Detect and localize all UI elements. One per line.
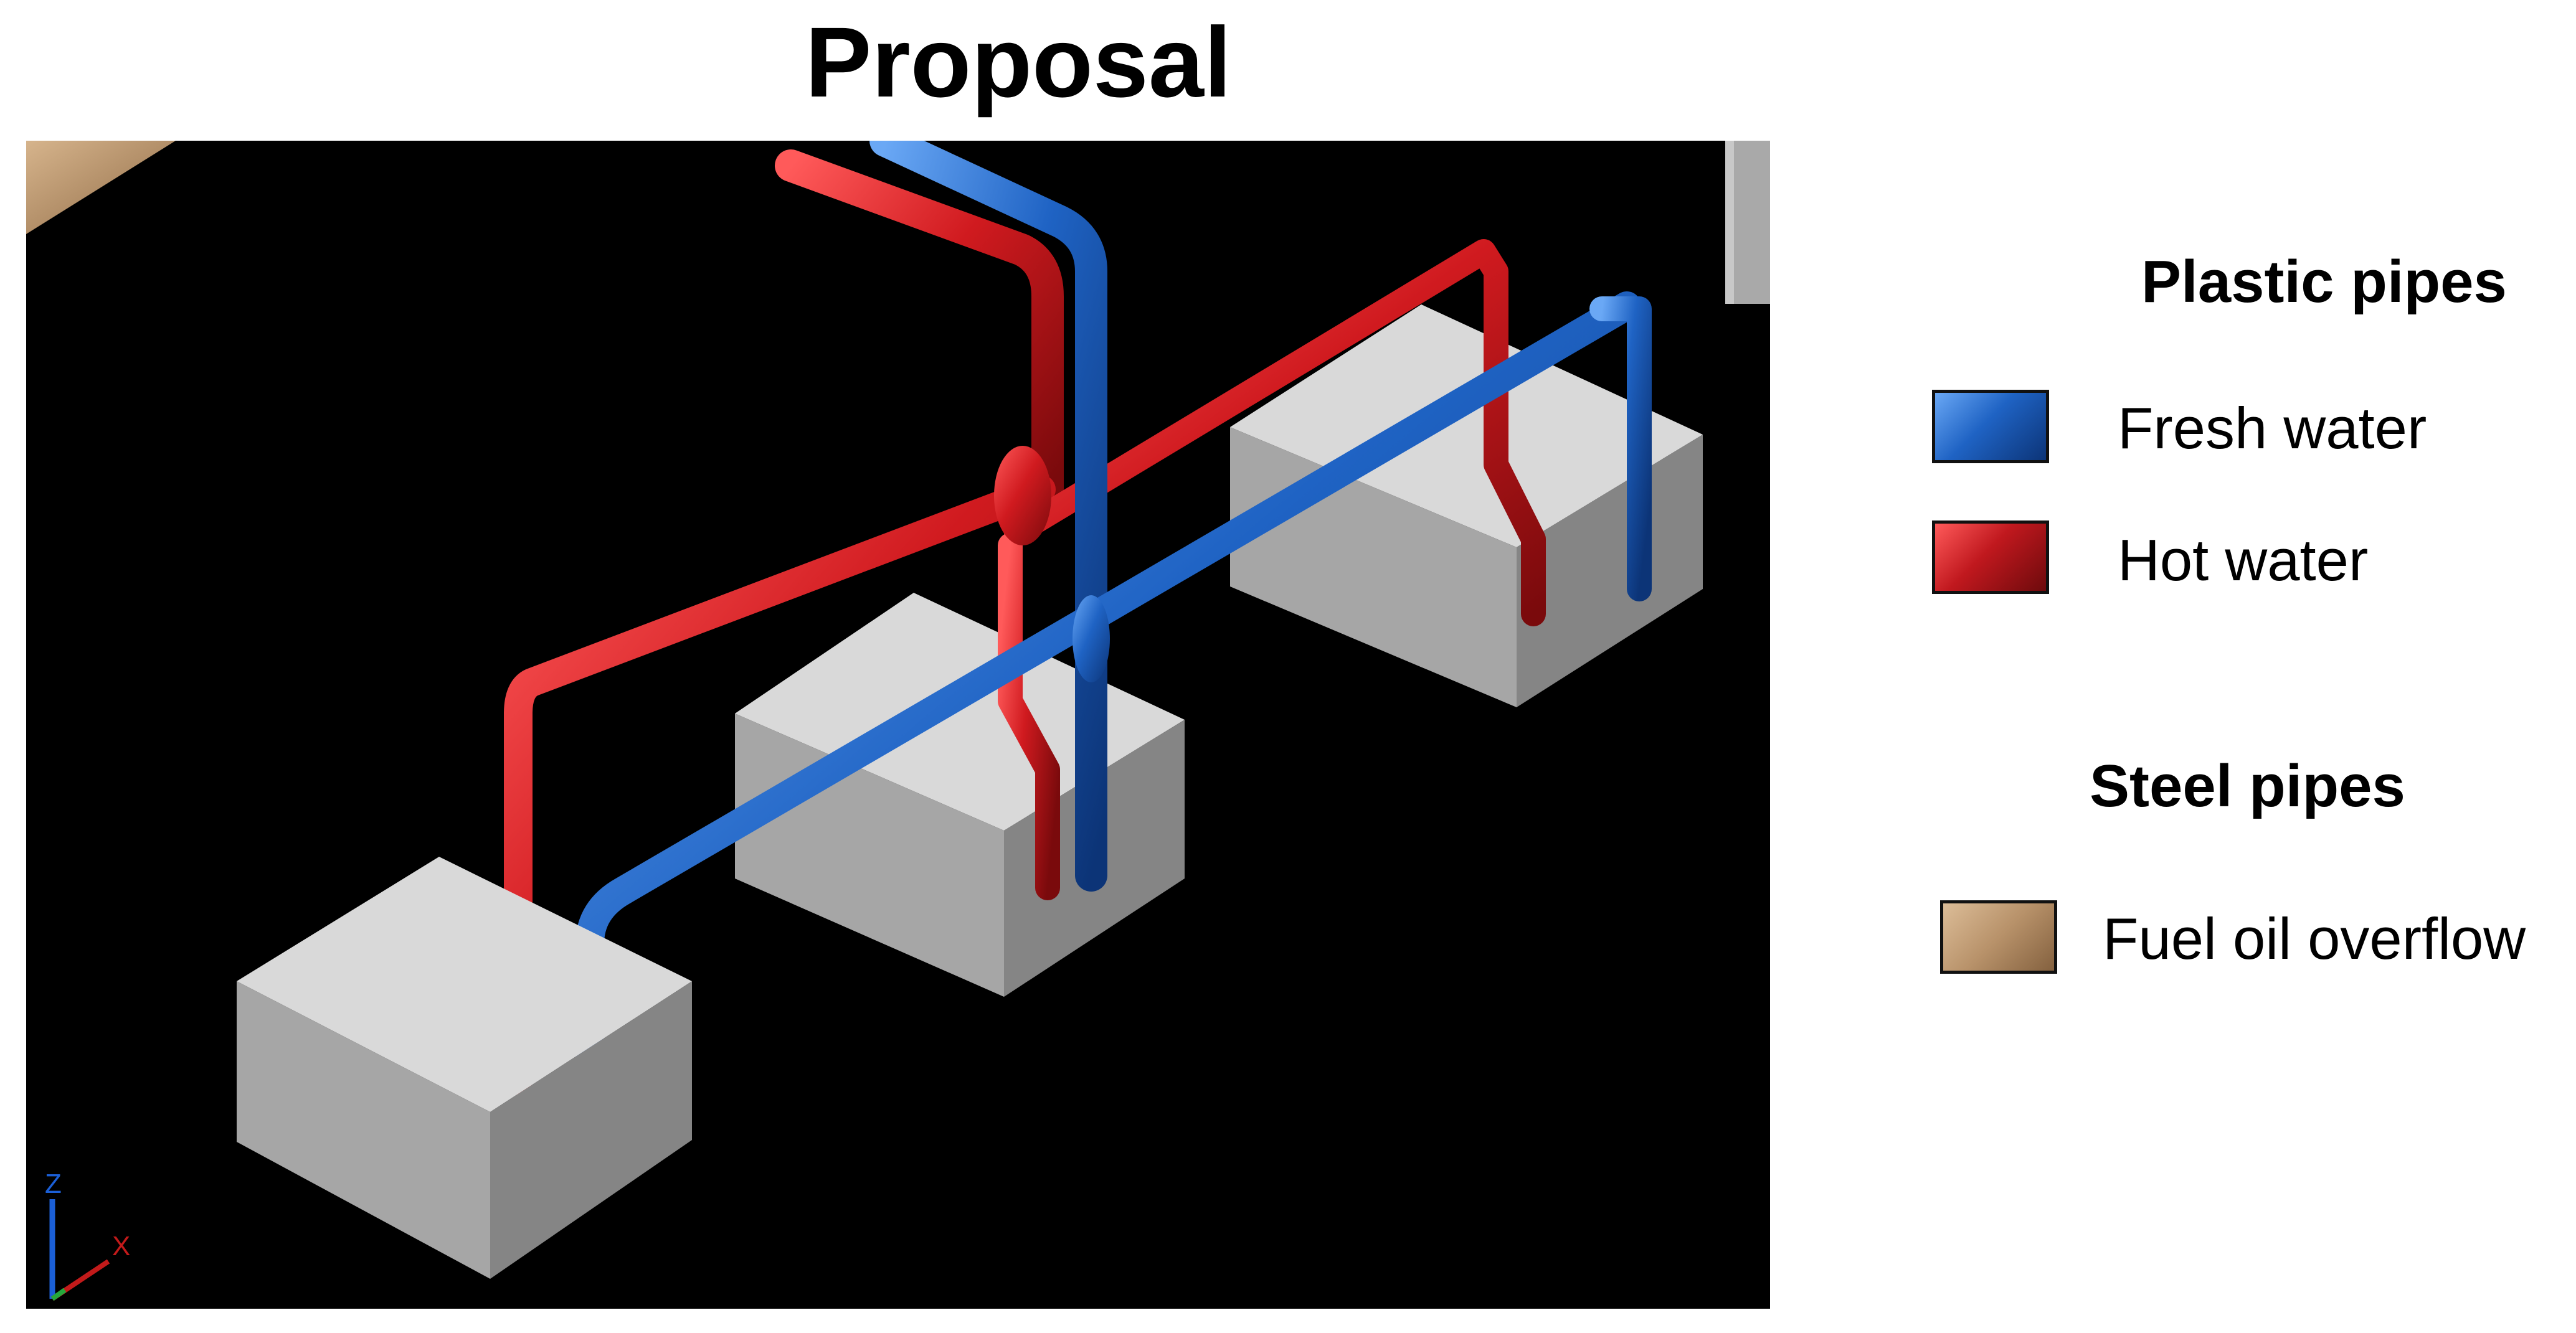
background-block-side	[1725, 141, 1734, 304]
hot-water-pipe	[504, 149, 1546, 1095]
fuel-oil-overflow-label: Fuel oil overflow	[2103, 906, 2526, 971]
fuel-oil-overflow-swatch	[1940, 900, 2057, 974]
concrete-block	[237, 857, 692, 1279]
viewport-scene: Z X	[26, 141, 1770, 1301]
hot-water-swatch	[1932, 520, 2049, 594]
fresh-water-swatch	[1932, 390, 2049, 463]
cad-3d-viewport[interactable]: Z X	[26, 141, 1770, 1309]
page-title: Proposal	[805, 6, 1232, 118]
plastic-pipes-heading: Plastic pipes	[2141, 248, 2507, 315]
hot-water-label: Hot water	[2118, 527, 2369, 593]
axis-z-label: Z	[45, 1169, 62, 1199]
fresh-water-label: Fresh water	[2118, 395, 2427, 461]
ucs-axis-icon: Z X	[45, 1169, 130, 1301]
steel-pipes-heading: Steel pipes	[2090, 753, 2405, 819]
axis-x-label: X	[112, 1231, 130, 1261]
fuel-oil-pipe	[26, 141, 176, 234]
